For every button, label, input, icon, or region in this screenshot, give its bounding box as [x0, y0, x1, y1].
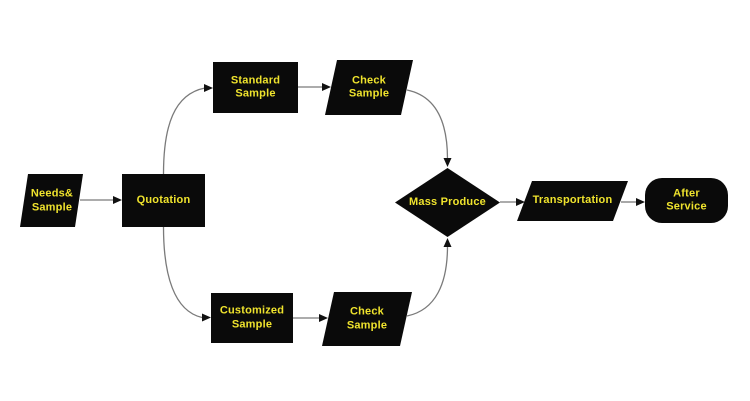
node-check-sample-top [325, 60, 413, 115]
node-standard-sample [213, 62, 298, 113]
edge-check-sample-bottom-to-mass-produce [406, 245, 449, 317]
arrowhead-customized-sample-to-check-sample-bottom [319, 314, 328, 322]
node-after-service [645, 178, 728, 223]
arrowhead-check-sample-top-to-mass-produce [443, 158, 452, 167]
edge-quotation-to-customized-sample [162, 226, 203, 319]
node-check-sample-bottom [322, 292, 412, 346]
edge-quotation-to-standard-sample [162, 87, 206, 175]
arrowhead-quotation-to-standard-sample [204, 84, 213, 92]
arrowhead-check-sample-bottom-to-mass-produce [443, 238, 452, 247]
arrowhead-mass-produce-to-transportation [516, 198, 525, 206]
node-mass-produce [395, 168, 500, 237]
arrowhead-quotation-to-customized-sample [202, 313, 211, 322]
edge-check-sample-top-to-mass-produce [406, 89, 449, 160]
node-customized-sample [211, 293, 293, 343]
node-needs-sample [20, 174, 83, 227]
node-transportation [517, 181, 628, 221]
arrowhead-needs-sample-to-quotation [113, 196, 122, 204]
arrowhead-transportation-to-after-service [636, 198, 645, 206]
arrowhead-standard-sample-to-check-sample-top [322, 83, 331, 91]
node-quotation [122, 174, 205, 227]
